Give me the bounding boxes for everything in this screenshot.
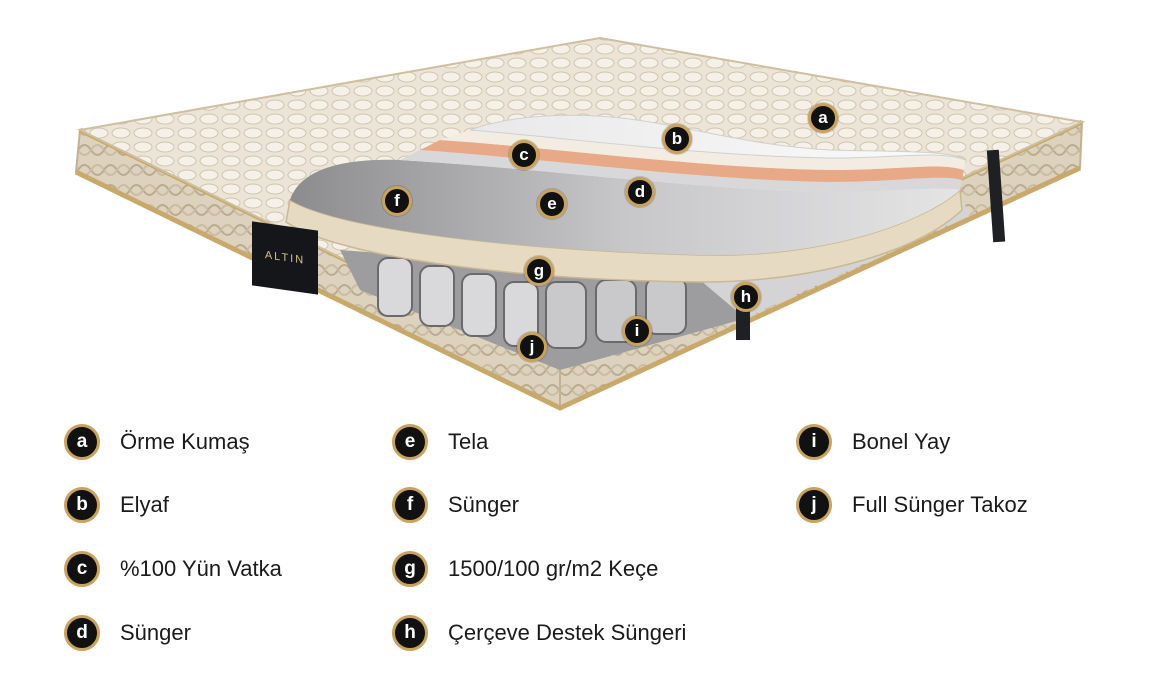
legend-badge: e: [392, 424, 428, 460]
legend-label: Sünger: [448, 492, 519, 517]
legend-badge: d: [64, 615, 100, 651]
legend-label: Çerçeve Destek Süngeri: [448, 620, 687, 645]
legend-label: Elyaf: [120, 492, 169, 517]
legend-label: 1500/100 gr/m2 Keçe: [448, 556, 659, 581]
legend-badge: g: [392, 551, 428, 587]
legend-badge: b: [64, 487, 100, 523]
legend-badge: h: [392, 615, 428, 651]
legend-badge: a: [64, 424, 100, 460]
copper-foam: [420, 140, 964, 182]
legend-label: Bonel Yay: [852, 429, 951, 454]
pocket-springs: [377, 257, 687, 349]
marker-f: f: [382, 186, 412, 216]
legend-label: Sünger: [120, 620, 191, 645]
legend-badge: c: [64, 551, 100, 587]
marker-g: g: [524, 256, 554, 286]
marker-i: i: [622, 316, 652, 346]
legend-badge: i: [796, 424, 832, 460]
marker-b: b: [662, 124, 692, 154]
mattress-illustration: [74, 36, 1086, 411]
marker-e: e: [537, 189, 567, 219]
marker-c: c: [509, 140, 539, 170]
legend-badge: j: [796, 487, 832, 523]
fibre-layer: [469, 114, 967, 161]
marker-a: a: [808, 103, 838, 133]
legend-label: %100 Yün Vatka: [120, 556, 282, 581]
marker-j: j: [517, 332, 547, 362]
legend-label: Tela: [448, 429, 489, 454]
foam-block: [290, 159, 960, 256]
marker-h: h: [731, 282, 761, 312]
legend-badge: f: [392, 487, 428, 523]
legend-label: Örme Kumaş: [120, 429, 250, 454]
legend-label: Full Sünger Takoz: [852, 492, 1028, 517]
marker-d: d: [625, 177, 655, 207]
brand-tag: ALTIN: [252, 221, 318, 295]
